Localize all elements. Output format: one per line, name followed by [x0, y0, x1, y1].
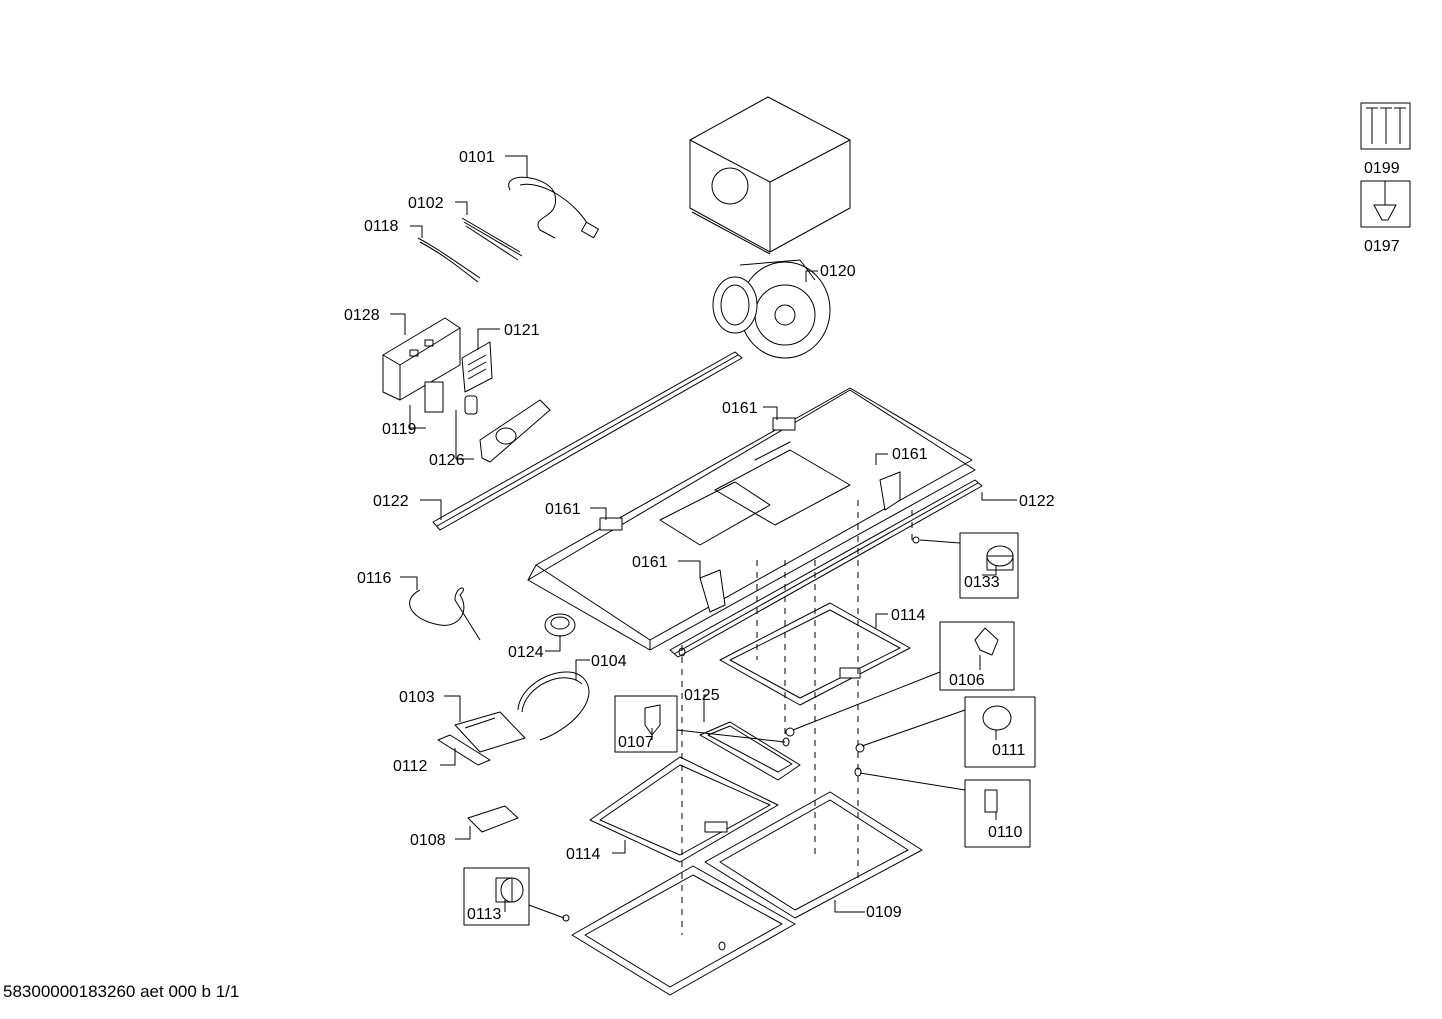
label-0133: 0133 — [964, 574, 1000, 591]
wire-harness — [417, 217, 523, 283]
label-0122-left: 0122 — [373, 493, 409, 510]
label-0120: 0120 — [820, 263, 856, 280]
detail-box-0110 — [859, 772, 1031, 848]
label-0113: 0113 — [467, 906, 502, 923]
part-labels: 0101 0102 0118 0120 0128 0121 0119 0126 … — [344, 149, 1400, 923]
screwdriver-icon — [1360, 180, 1411, 228]
label-0161-left: 0161 — [545, 501, 581, 518]
label-0104: 0104 — [591, 653, 627, 670]
hood-panel — [527, 387, 976, 651]
frame-left — [571, 865, 796, 996]
drawing-code: 58300000183260 aet 000 b 1/1 — [3, 982, 240, 1001]
label-0122-right: 0122 — [1019, 493, 1055, 510]
lamp-clip — [437, 734, 491, 766]
label-0110: 0110 — [988, 824, 1023, 841]
label-0126: 0126 — [429, 452, 465, 469]
label-0128: 0128 — [344, 307, 380, 324]
label-0119: 0119 — [382, 421, 417, 438]
control-board — [461, 341, 493, 393]
label-0108: 0108 — [410, 832, 446, 849]
detail-box-0111 — [861, 696, 1036, 768]
label-0107: 0107 — [618, 734, 654, 751]
label-0111: 0111 — [992, 742, 1025, 759]
lamp-cable — [517, 671, 590, 741]
label-0102: 0102 — [408, 195, 444, 212]
label-0114-upper: 0114 — [891, 607, 926, 624]
detail-box-0113 — [463, 867, 565, 926]
label-0109: 0109 — [866, 904, 902, 921]
label-0116: 0116 — [357, 570, 392, 587]
switch-cover-plate — [479, 399, 551, 463]
label-0118: 0118 — [364, 218, 399, 235]
power-cable — [508, 176, 600, 239]
label-0197: 0197 — [1364, 238, 1400, 255]
led-cable — [409, 587, 481, 641]
label-0161-bottom: 0161 — [632, 554, 668, 571]
detail-box-0107 — [614, 695, 786, 753]
rail-right — [669, 479, 983, 658]
cover-plate — [467, 805, 519, 833]
capacitor — [464, 395, 478, 415]
label-0112: 0112 — [393, 758, 428, 775]
blower-motor — [712, 259, 831, 359]
rail-left — [432, 351, 743, 531]
label-0121: 0121 — [504, 322, 540, 339]
motor-housing-box — [689, 96, 851, 255]
lamp-bracket — [454, 711, 526, 753]
label-0161-right: 0161 — [892, 446, 928, 463]
control-box — [382, 317, 461, 401]
switch-module — [424, 381, 444, 413]
label-0106: 0106 — [949, 672, 985, 689]
grease-filter-upper — [719, 602, 911, 706]
label-0199: 0199 — [1364, 160, 1400, 177]
control-knob — [544, 613, 576, 637]
label-0114-lower: 0114 — [566, 846, 601, 863]
leader-lines — [390, 155, 1017, 913]
label-0161-top: 0161 — [722, 400, 758, 417]
frame-right — [704, 791, 923, 919]
detail-box-0106 — [792, 621, 1015, 731]
label-0124: 0124 — [508, 644, 544, 661]
screws-icon — [1360, 102, 1411, 150]
grease-filter-lower — [589, 756, 779, 863]
label-0125: 0125 — [684, 687, 720, 704]
assembly-guides — [681, 500, 913, 935]
label-0103: 0103 — [399, 689, 435, 706]
label-0101: 0101 — [459, 149, 495, 166]
detail-box-0133 — [919, 532, 1019, 599]
light-panel — [699, 721, 801, 781]
